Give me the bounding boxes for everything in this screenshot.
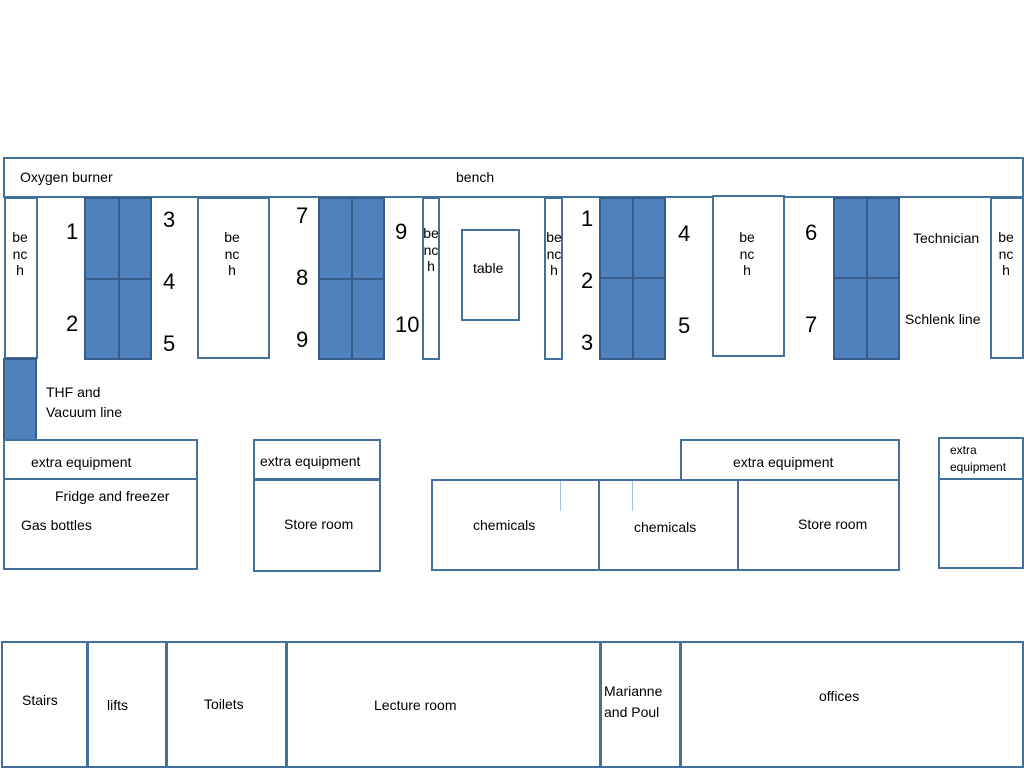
- bench-4: [544, 197, 563, 360]
- right-small-room: [938, 478, 1024, 569]
- fume-hood-2a: [318, 197, 353, 280]
- fume-hood-4a: [833, 197, 868, 279]
- divider-line: [560, 481, 561, 511]
- lifts-label: lifts: [107, 697, 128, 713]
- bench-3: [422, 197, 440, 360]
- chemicals-1-label: chemicals: [473, 517, 536, 533]
- hood-number: 1: [66, 219, 79, 244]
- hood-number: 7: [296, 203, 309, 228]
- fume-hood-2c: [318, 278, 353, 360]
- chemicals-room-2: [598, 479, 739, 571]
- lifts: [87, 641, 167, 768]
- thf-vacuum-label: THF and Vacuum line: [46, 384, 123, 420]
- bench-5: [712, 195, 785, 357]
- extra-equipment-3: [680, 439, 900, 481]
- hood-number: 2: [581, 268, 594, 293]
- extra-equipment-2: [253, 439, 381, 480]
- fume-hood-1b: [118, 197, 152, 280]
- toilets: [166, 641, 287, 768]
- fume-hood-3b: [632, 197, 666, 279]
- marianne-poul-office: [600, 641, 681, 768]
- offices-label: offices: [819, 688, 860, 704]
- fume-hood-4d: [866, 277, 900, 360]
- bench-4-label: bench: [546, 229, 562, 278]
- fume-hood-4b: [866, 197, 900, 279]
- extra-equipment-3-label: extra equipment: [733, 454, 834, 470]
- hood-number: 6: [805, 220, 818, 245]
- fume-hood-1c: [84, 278, 120, 360]
- extra-equipment-4-label: extra equipment: [950, 443, 1007, 474]
- fume-hood-3c: [599, 277, 634, 360]
- table-label: table: [473, 260, 504, 276]
- lecture-room-label: Lecture room: [374, 697, 457, 713]
- bench-left-label: bench: [12, 229, 28, 278]
- bench-2-label: bench: [224, 229, 240, 278]
- extra-equipment-2-label: extra equipment: [260, 453, 361, 469]
- bench-5-label: bench: [739, 229, 755, 278]
- hood-number: 5: [678, 313, 691, 338]
- fume-hood-1a: [84, 197, 120, 280]
- offices: [680, 641, 1024, 768]
- fume-hood-4c: [833, 277, 868, 360]
- marianne-poul-label: Marianne and Poul: [604, 683, 663, 720]
- hood-number: 4: [678, 221, 691, 246]
- bench-right: [990, 197, 1024, 359]
- fume-hood-3d: [632, 277, 666, 360]
- extra-equipment-1-label: extra equipment: [31, 454, 132, 470]
- hood-number: 5: [163, 331, 176, 356]
- hood-number: 7: [805, 312, 818, 337]
- top-bench: [3, 157, 1024, 198]
- top-bench-label: bench: [456, 169, 495, 185]
- table: [461, 229, 520, 321]
- fridge-gas-room: [3, 478, 198, 570]
- hood-number: 9: [296, 327, 309, 352]
- hood-number: 1: [581, 206, 594, 231]
- bench-right-label: bench: [998, 229, 1014, 278]
- toilets-label: Toilets: [204, 696, 244, 712]
- store-room-2: [737, 479, 900, 571]
- chemicals-2-label: chemicals: [634, 519, 697, 535]
- fridge-freezer-label: Fridge and freezer: [55, 488, 170, 504]
- schlenk-line-label: Schlenk line: [905, 311, 981, 327]
- fume-hood-2d: [351, 278, 385, 360]
- hood-number: 3: [581, 330, 594, 355]
- thf-vacuum-line: [3, 358, 37, 442]
- bench-3-label: bench: [423, 225, 439, 274]
- fume-hood-1d: [118, 278, 152, 360]
- lecture-room: [286, 641, 601, 768]
- gas-bottles-label: Gas bottles: [21, 517, 92, 533]
- chemicals-room-1: [431, 479, 600, 571]
- fume-hood-2b: [351, 197, 385, 280]
- fume-hood-3a: [599, 197, 634, 279]
- hood-number: 10: [395, 312, 420, 337]
- technician-label: Technician: [913, 230, 980, 246]
- bench-2: [197, 197, 270, 359]
- store-room-1: [253, 479, 381, 572]
- hood-number: 4: [163, 269, 176, 294]
- bench-left: [4, 197, 38, 359]
- hood-number: 2: [66, 311, 79, 336]
- divider-line: [632, 481, 633, 511]
- extra-equipment-4: [938, 437, 1024, 480]
- oxygen-burner-label: Oxygen burner: [20, 169, 113, 185]
- store-room-1-label: Store room: [284, 516, 354, 532]
- store-room-2-label: Store room: [798, 516, 868, 532]
- hood-number: 3: [163, 207, 176, 232]
- hood-number: 9: [395, 219, 408, 244]
- hood-number: 8: [296, 265, 309, 290]
- stairs-label: Stairs: [22, 692, 58, 708]
